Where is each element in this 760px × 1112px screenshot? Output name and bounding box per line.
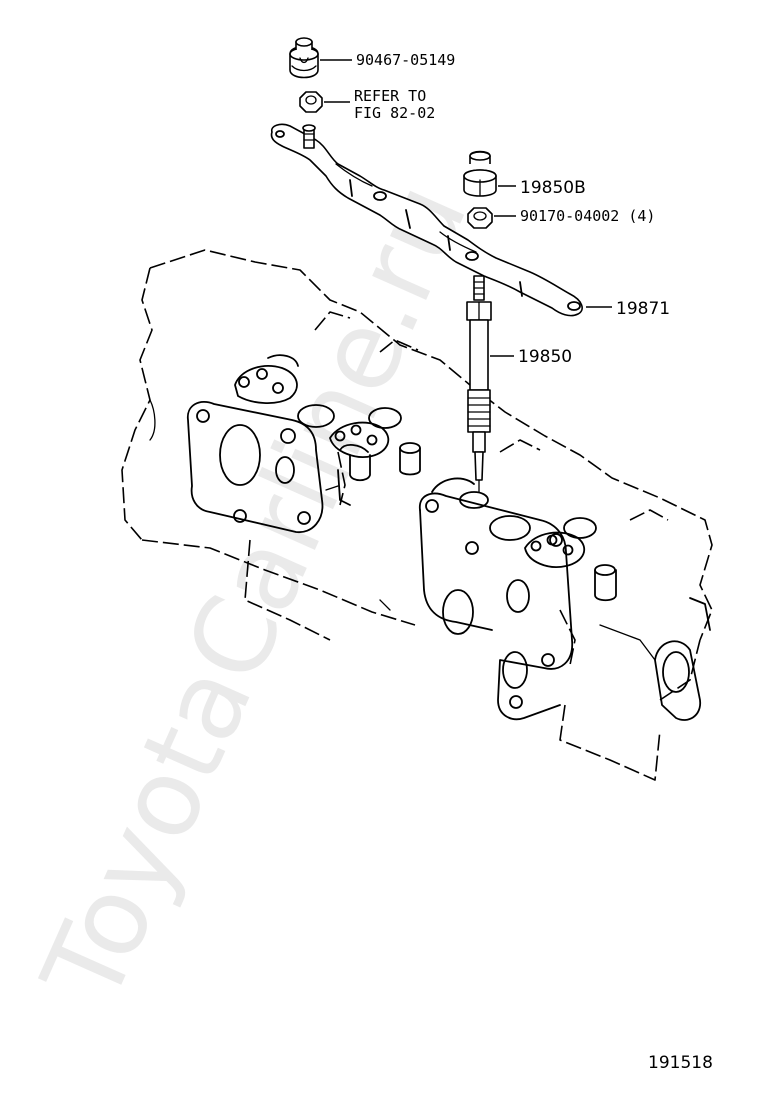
cap-part — [289, 37, 319, 79]
refer-nut — [299, 91, 323, 113]
figure-number: 191518 — [648, 1053, 713, 1073]
connector-bar — [270, 123, 583, 317]
callout-plug-nut: 19850B — [520, 178, 586, 198]
callout-refer-line1: REFER TO — [354, 87, 426, 105]
cylinder-head — [121, 249, 713, 781]
small-nut — [467, 207, 493, 229]
callout-connector: 19871 — [616, 299, 670, 319]
glow-plug — [466, 275, 492, 493]
callout-refer-line2: FIG 82-02 — [354, 104, 435, 122]
callout-cap: 90467-05149 — [356, 51, 455, 69]
watermark-text: ToyotaCarline.ru — [19, 166, 492, 1022]
callout-glow-plug: 19850 — [518, 347, 572, 367]
plug-nut — [463, 150, 497, 197]
callout-small-nut: 90170-04002 (4) — [520, 207, 655, 225]
